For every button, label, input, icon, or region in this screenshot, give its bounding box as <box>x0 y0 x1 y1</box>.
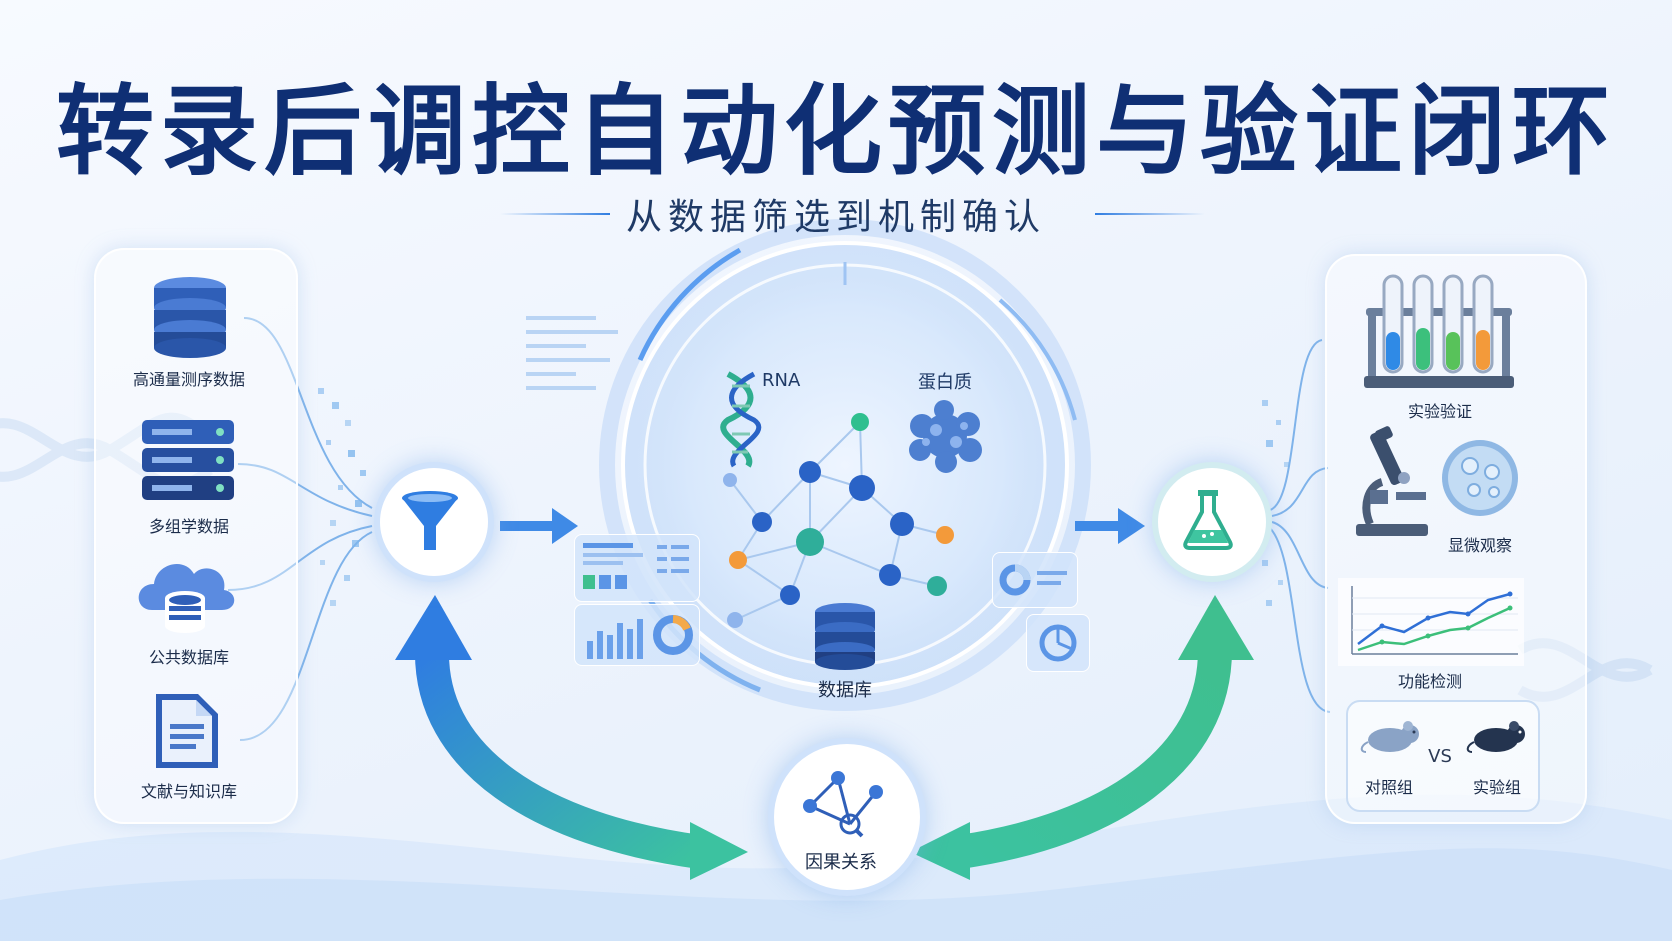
microscope-icon <box>1356 426 1428 536</box>
step-label-microscopy: 显微观察 <box>1447 536 1512 555</box>
validation-node <box>1152 462 1272 582</box>
control-mouse-icon <box>1360 721 1419 753</box>
dashboard-card-1 <box>574 534 700 602</box>
source-label-literature: 文献与知识库 <box>140 782 237 801</box>
rna-helix-icon <box>720 371 762 468</box>
center-database-label: 数据库 <box>818 680 872 701</box>
dashboard-card-3 <box>992 552 1078 608</box>
causal-label: 因果关系 <box>805 852 877 873</box>
funnel-icon <box>402 491 458 550</box>
cell-sample-icon <box>1442 440 1518 516</box>
page-title: 转录后调控自动化预测与验证闭环 <box>55 75 1616 189</box>
control-group-label: 对照组 <box>1364 778 1413 797</box>
step-label-function: 功能检测 <box>1397 672 1462 691</box>
comparison-box <box>1346 700 1540 812</box>
cloud-database-icon <box>138 563 235 633</box>
donut-chart-icon <box>999 564 1067 596</box>
flask-icon <box>1183 490 1233 550</box>
protein-label: 蛋白质 <box>918 372 972 393</box>
database-stack-icon <box>154 277 226 358</box>
dashboard-bars-icon <box>583 543 689 589</box>
line-chart-icon <box>1338 578 1524 666</box>
document-icon <box>156 694 218 768</box>
molecular-network <box>723 413 954 628</box>
dashboard-chart-icon <box>587 615 693 659</box>
source-label-sequencing: 高通量测序数据 <box>132 370 245 389</box>
page-subtitle: 从数据筛选到机制确认 <box>625 197 1046 238</box>
protein-icon <box>909 400 982 473</box>
server-rack-icon <box>142 420 234 500</box>
pie-chart-icon <box>1039 624 1077 662</box>
dashboard-card-2 <box>574 604 700 666</box>
source-label-public-db: 公共数据库 <box>148 648 229 667</box>
test-tubes-icon <box>1364 274 1514 388</box>
vs-label: VS <box>1428 746 1452 767</box>
experiment-group-label: 实验组 <box>1472 778 1521 797</box>
experiment-mouse-icon <box>1466 721 1525 753</box>
rna-label: RNA <box>762 370 801 391</box>
causal-network-icon <box>803 771 883 838</box>
subtitle-line-right <box>1095 213 1205 215</box>
source-label-multiomics: 多组学数据 <box>148 517 229 536</box>
dashboard-card-4 <box>1026 614 1090 672</box>
step-label-experiment: 实验验证 <box>1407 402 1472 421</box>
center-database-icon <box>815 603 875 670</box>
subtitle-line-left <box>500 213 610 215</box>
